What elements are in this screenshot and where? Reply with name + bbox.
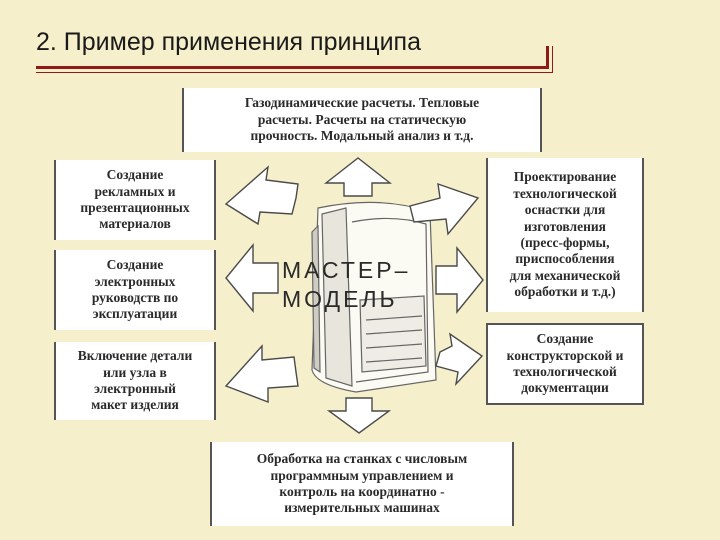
slide-title: 2. Пример применения принципа bbox=[36, 28, 421, 56]
title-rule-vertical bbox=[546, 46, 549, 69]
box-digital-mockup: Включение детали или узла в электронный … bbox=[54, 342, 216, 420]
arrow-right-upper bbox=[409, 182, 480, 236]
title-rule-vertical-thin bbox=[552, 46, 553, 73]
box-cnc-machining: Обработка на станках с числовым программ… bbox=[210, 442, 514, 526]
arrow-up bbox=[323, 157, 393, 197]
arrow-left-lower bbox=[224, 344, 299, 404]
arrow-right-middle bbox=[435, 246, 484, 314]
box-presentation-materials: Создание рекламных и презентационных мат… bbox=[54, 160, 216, 240]
master-model-image bbox=[311, 201, 437, 393]
master-model-label: МАСТЕР– МОДЕЛЬ bbox=[282, 257, 411, 312]
arrow-right-lower bbox=[435, 332, 484, 387]
box-documentation: Создание конструкторской и технологическ… bbox=[486, 323, 644, 405]
box-electronic-manuals: Создание электронных руководств по экспл… bbox=[54, 250, 216, 330]
box-calculations: Газодинамические расчеты. Тепловые расче… bbox=[182, 88, 542, 152]
title-underline bbox=[36, 66, 546, 69]
box-tooling-design: Проектирование технологической оснастки … bbox=[486, 158, 644, 312]
arrow-left-upper bbox=[224, 165, 299, 226]
arrow-down bbox=[326, 397, 392, 434]
title-underline-thin bbox=[36, 72, 552, 73]
arrow-left-middle bbox=[225, 243, 279, 313]
